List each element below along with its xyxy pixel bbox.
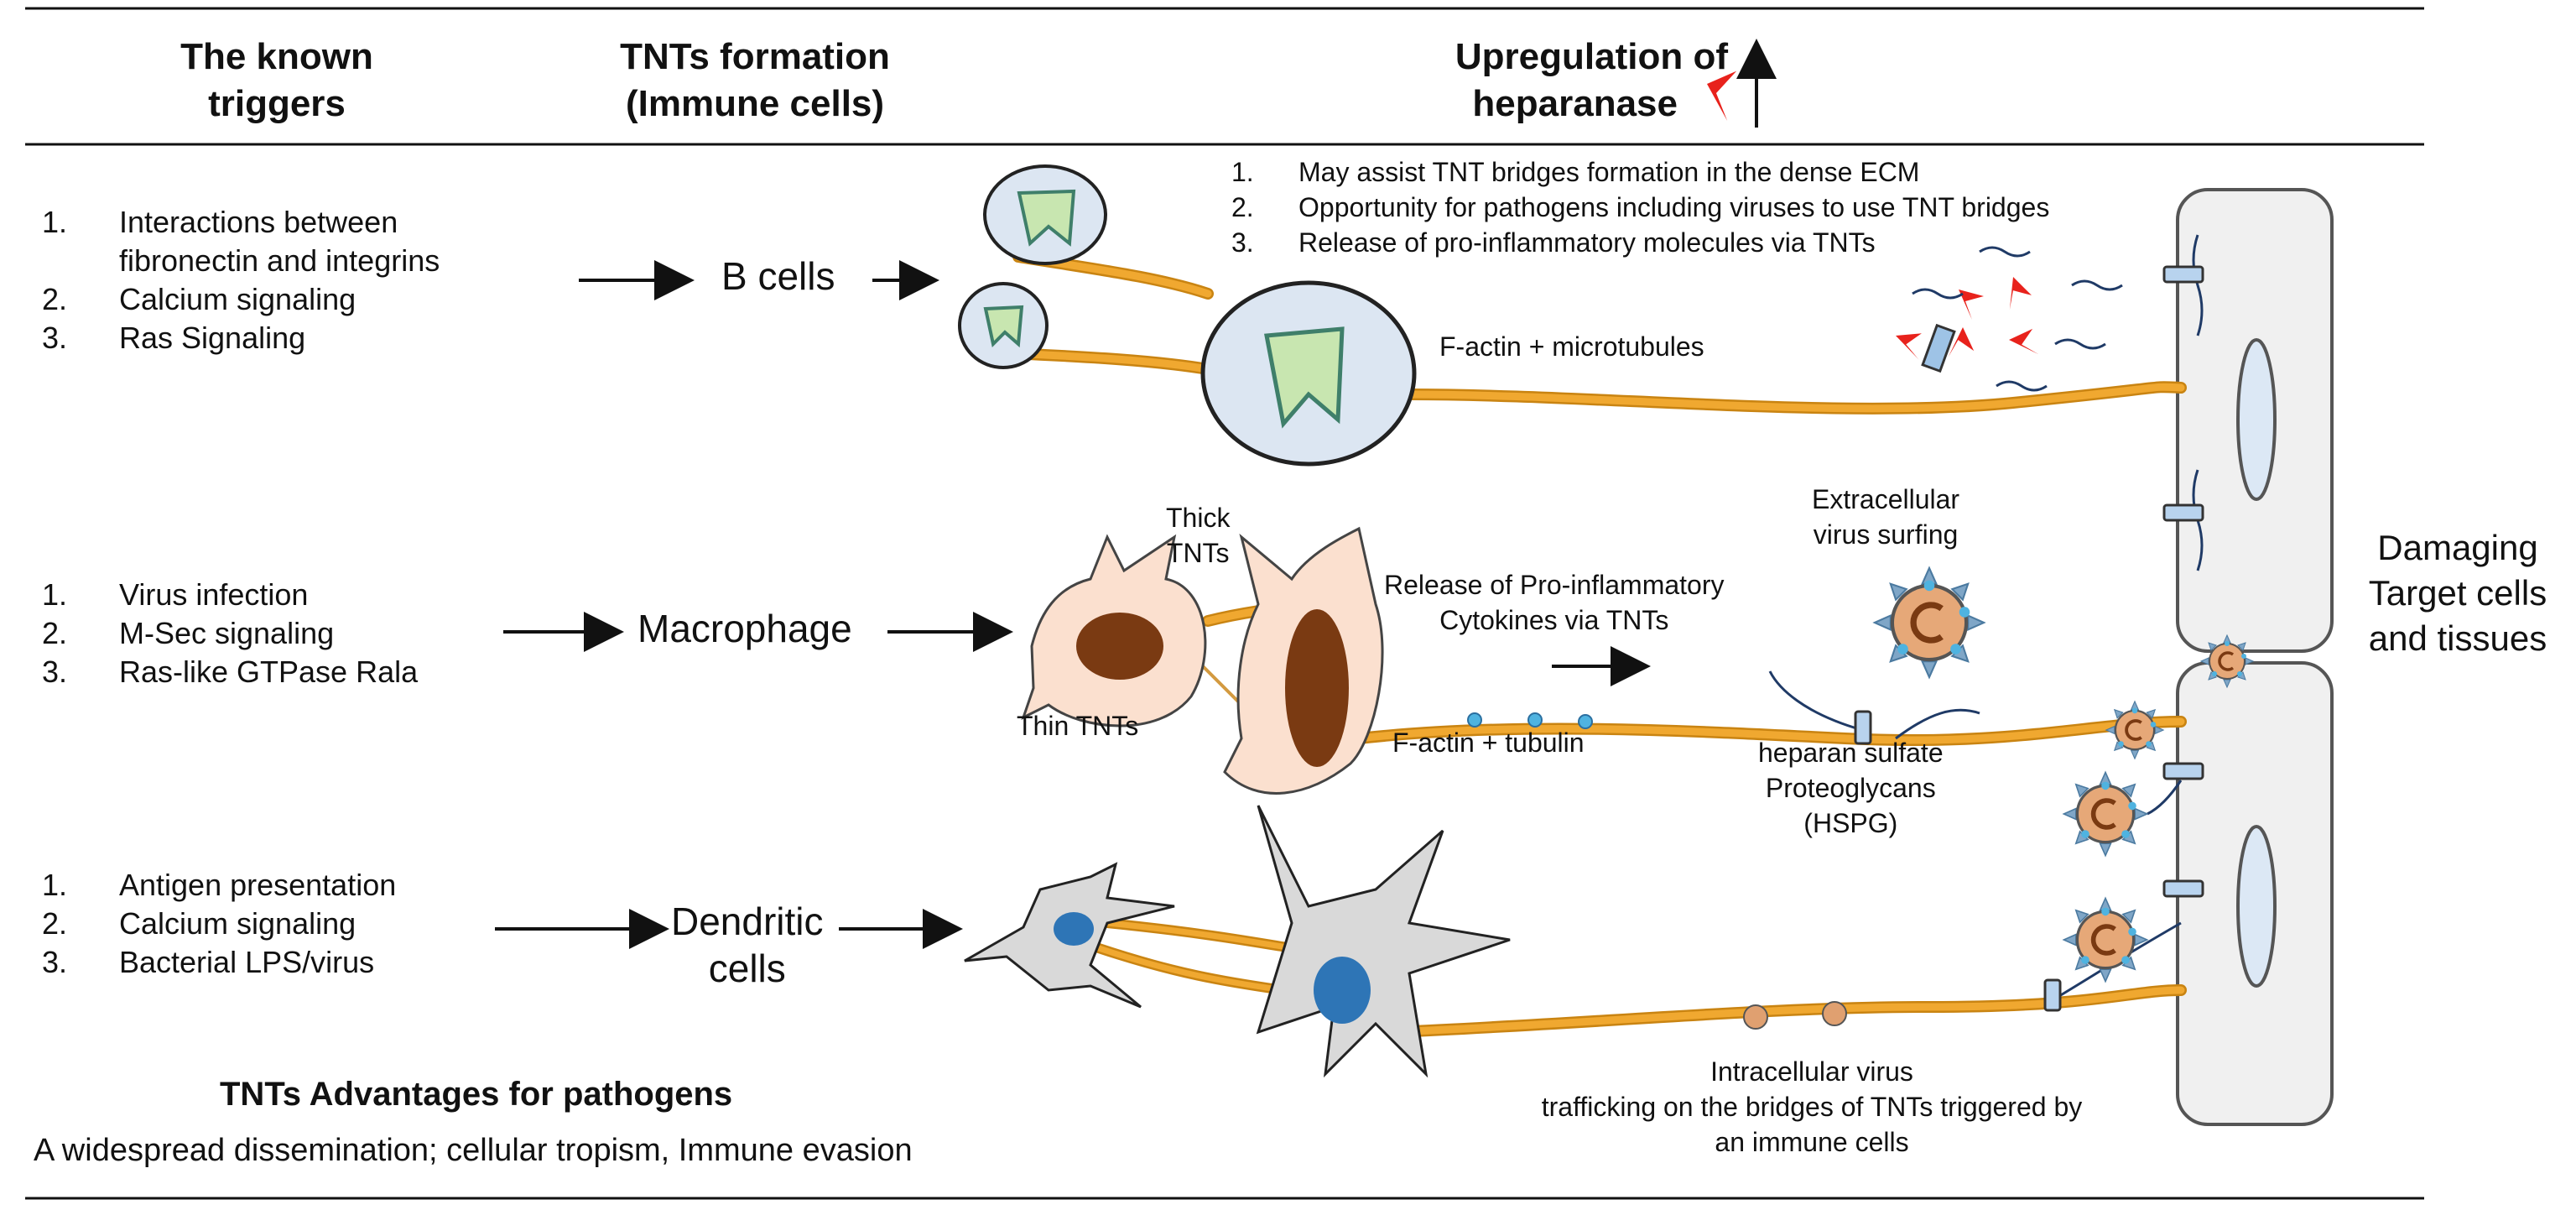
membrane-virus-2 <box>2199 634 2255 689</box>
advantages-text: A widespread dissemination; cellular tro… <box>34 1133 913 1168</box>
label-intracellular-trafficking: Intracellular virus trafficking on the b… <box>1541 1056 2083 1157</box>
triggers-list-b-cells: 1.Interactions between fibronectin and i… <box>42 203 440 357</box>
effect-item: 3.Release of pro-inflammatory molecules … <box>1231 227 1876 258</box>
macrophage-large <box>1223 526 1384 795</box>
label-release-cytokines: Release of Pro-inflammatory Cytokines vi… <box>1384 570 1725 635</box>
cell-label-dendritic: Dendritic cells <box>671 900 824 990</box>
trigger-item: 3.Ras Signaling <box>42 321 306 355</box>
target-cell-upper <box>2176 188 2334 653</box>
macrophage-small <box>1021 534 1207 728</box>
triggers-list-macrophage: 1.Virus infection 2.M-Sec signaling 3.Ra… <box>42 576 418 691</box>
label-damaging-target: Damaging Target cells and tissues <box>2368 528 2547 658</box>
trigger-item: 3.Ras-like GTPase Rala <box>42 655 419 689</box>
cell-label-b-cells: B cells <box>721 254 835 298</box>
label-thin-tnts: Thin TNTs <box>1017 711 1139 741</box>
advantages-title: TNTs Advantages for pathogens <box>220 1076 733 1113</box>
b-cell-large <box>1200 280 1417 467</box>
dendritic-cell-small <box>964 862 1175 1009</box>
membrane-virus-1 <box>2104 699 2166 761</box>
label-factin-microtubules: F-actin + microtubules <box>1439 331 1704 362</box>
header-triggers: The known triggers <box>180 36 373 124</box>
header-formation: TNTs formation (Immune cells) <box>620 36 890 124</box>
b-cell-small-bottom <box>958 282 1049 369</box>
cell-label-macrophage: Macrophage <box>637 607 852 650</box>
effect-item: 1.May assist TNT bridges formation in th… <box>1231 157 1920 187</box>
trigger-item: 2.Calcium signaling <box>42 282 356 316</box>
target-cell-lower <box>2176 661 2334 1126</box>
label-hspg: heparan sulfate Proteoglycans (HSPG) <box>1758 738 1944 838</box>
triggers-list-dendritic: 1.Antigen presentation 2.Calcium signali… <box>42 866 396 982</box>
trigger-item: 1.Interactions between <box>42 205 398 239</box>
header-heparanase: Upregulation of heparanase <box>1455 36 1728 124</box>
b-cell-small-top <box>983 164 1107 265</box>
label-factin-tubulin: F-actin + tubulin <box>1392 728 1585 758</box>
trigger-item: 3.Bacterial LPS/virus <box>42 945 375 979</box>
trigger-item: 2.M-Sec signaling <box>42 616 335 650</box>
effect-item: 2.Opportunity for pathogens including vi… <box>1231 192 2050 222</box>
label-extracellular-surfing: Extracellular virus surfing <box>1812 484 1960 550</box>
trigger-item: 2.Calcium signaling <box>42 906 356 941</box>
membrane-virus-4 <box>2063 898 2147 981</box>
label-thick-tnts: Thick TNTs <box>1166 503 1231 568</box>
membrane-virus-3 <box>2063 772 2147 855</box>
trigger-item: 1.Antigen presentation <box>42 868 397 902</box>
trigger-item: 1.Virus infection <box>42 577 309 612</box>
dendritic-cell-large <box>1256 805 1511 1078</box>
trigger-item: fibronectin and integrins <box>119 243 440 278</box>
extracellular-virus <box>1875 568 1984 677</box>
heparanase-effects-list: 1.May assist TNT bridges formation in th… <box>1231 154 2049 260</box>
